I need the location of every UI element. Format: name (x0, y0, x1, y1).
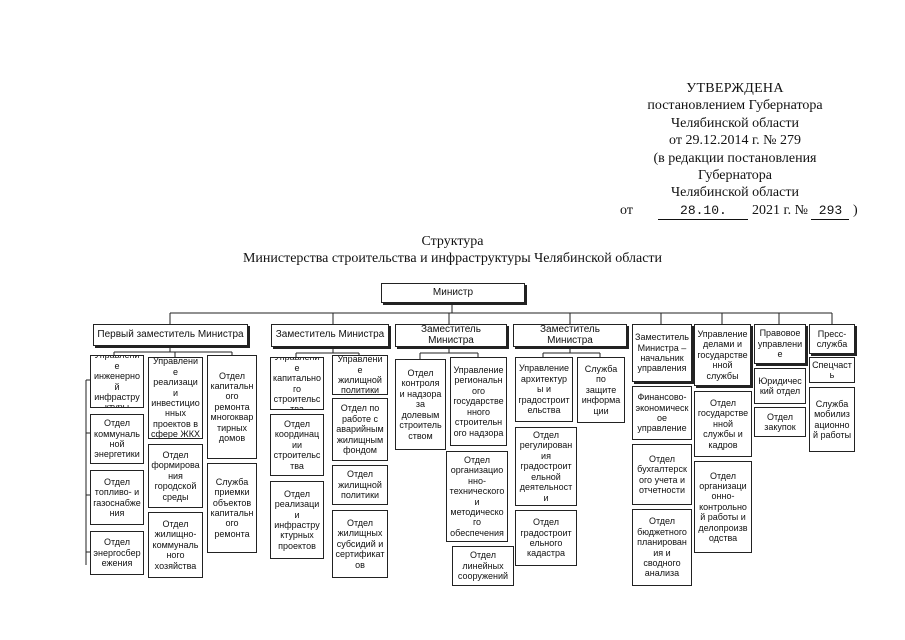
unit-box: Отдел энергосбережения (90, 531, 144, 575)
unit-box: Отдел жилищно-коммунального хозяйства (148, 512, 203, 578)
date-year: 2021 г. № (751, 202, 808, 218)
unit-box: Отдел реализации инфраструктурных проект… (270, 481, 324, 559)
unit-box: Служба мобилизационной работы (809, 387, 855, 452)
date-number: 293 (811, 202, 850, 221)
approval-line: Губернатора (697, 168, 773, 184)
unit-box: Отдел контроля и надзора за долевым стро… (395, 359, 446, 450)
admin-dept-box: Управление делами и государственной служ… (694, 324, 751, 386)
unit-box: Отдел организационно-технического и мето… (446, 451, 508, 542)
unit-box: Отдел топливо- и газоснабжения (90, 470, 144, 525)
doc-title: Структура (421, 234, 484, 249)
unit-box: Управление архитектуры и градостроительс… (515, 357, 573, 422)
unit-box: Управление реализации инвестиционных про… (148, 357, 203, 439)
unit-box: Отдел капитального ремонта многоквартирн… (207, 355, 257, 459)
unit-box: Управление регионального государственног… (450, 357, 507, 446)
unit-box: Спецчасть (809, 357, 855, 383)
deputy-box: Заместитель Министра (513, 324, 627, 347)
approval-heading: УТВЕРЖДЕНА (686, 81, 784, 96)
unit-box: Отдел координации строительства (270, 414, 324, 476)
date-day: 28.10. (658, 202, 749, 221)
unit-box: Отдел коммунальной энергетики (90, 414, 144, 464)
approval-line: от 29.12.2014 г. № 279 (669, 133, 801, 149)
approval-line: Челябинской области (671, 115, 799, 131)
unit-box: Отдел организационно-контрольной работы … (694, 461, 752, 553)
unit-box: Отдел бухгалтерского учета и отчетности (632, 444, 692, 505)
unit-box: Управление жилищной политики (332, 355, 388, 395)
unit-box: Отдел закупок (754, 407, 806, 437)
first-deputy-box: Первый заместитель Министра (93, 324, 248, 346)
date-prefix: от (620, 202, 633, 218)
unit-box: Финансово-экономическое управление (632, 386, 692, 440)
approval-date-line: от 28.10. 2021 г. № 293 ) (620, 202, 870, 221)
approval-line: (в редакции постановления (653, 150, 817, 166)
unit-box: Отдел жилищной политики (332, 465, 388, 505)
doc-subtitle: Министерства строительства и инфраструкт… (242, 251, 663, 266)
unit-box: Управление капитального строительства (270, 357, 324, 410)
unit-box: Отдел регулирования градостроительной де… (515, 427, 577, 506)
approval-line: постановлением Губернатора (647, 98, 823, 114)
approval-line: Челябинской области (671, 185, 799, 201)
unit-box: Служба приемки объектов капитального рем… (207, 463, 257, 553)
unit-box: Отдел линейных сооружений (452, 546, 514, 586)
unit-box: Управление инженерной инфраструктуры (90, 355, 144, 408)
deputy-box: Заместитель Министра (271, 324, 389, 347)
unit-box: Служба по защите информации (577, 357, 625, 423)
approval-stamp: УТВЕРЖДЕНА постановлением Губернатора Че… (600, 80, 870, 221)
unit-box: Отдел по работе с аварийным жилищным фон… (332, 398, 388, 461)
press-service-box: Пресс-служба (809, 324, 855, 354)
unit-box: Юридический отдел (754, 368, 806, 404)
unit-box: Отдел жилищных субсидий и сертификатов (332, 510, 388, 578)
minister-box: Министр (381, 283, 525, 303)
unit-box: Отдел бюджетного планирования и сводного… (632, 509, 692, 586)
unit-box: Отдел государственной службы и кадров (694, 391, 752, 457)
unit-box: Отдел формирования городской среды (148, 444, 203, 508)
unit-box: Отдел градостроительного кадастра (515, 510, 577, 566)
deputy-head-box: Заместитель Министра – начальник управле… (632, 324, 692, 382)
legal-dept-box: Правовое управление (754, 324, 806, 364)
date-suffix: ) (852, 202, 858, 218)
deputy-box: Заместитель Министра (395, 324, 507, 347)
